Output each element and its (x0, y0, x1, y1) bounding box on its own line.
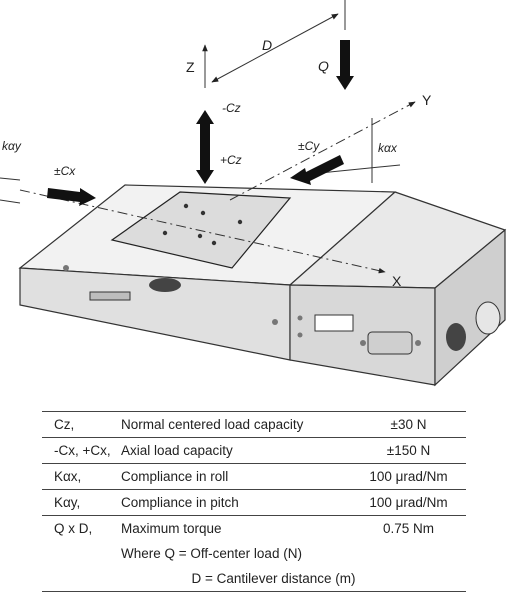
note-d-def: D = Cantilever distance (m) (121, 566, 466, 592)
carriage-plate (110, 191, 292, 269)
load-arrows (47, 40, 354, 206)
pm-cx-label: ±Cx (54, 164, 76, 178)
spec-value: ±150 N (351, 437, 466, 464)
minus-cz-arrow (196, 110, 214, 160)
q-label: Q (318, 58, 329, 74)
y-axis (229, 101, 416, 201)
spec-symbol: Cz, (42, 411, 121, 438)
db15-connector (367, 331, 413, 355)
kay-top (0, 177, 21, 181)
warning-label (314, 314, 354, 332)
x-axis-label: X (392, 273, 402, 289)
spec-symbol: Kαy, (42, 489, 121, 516)
motor-screw (297, 332, 303, 338)
note-row: D = Cantilever distance (m) (42, 566, 466, 592)
spec-description: Normal centered load capacity (121, 411, 351, 438)
motor-screw (297, 315, 303, 321)
spec-description: Compliance in roll (121, 463, 351, 490)
carriage-hole (162, 230, 168, 236)
d-dimension-line (211, 13, 339, 83)
adjustment-knob (475, 301, 501, 335)
plus-cz-arrow (196, 160, 214, 184)
q-arrow (336, 40, 354, 90)
spec-row: Kαx, Compliance in roll 100 μrad/Nm (42, 463, 466, 490)
spec-row: Cz, Normal centered load capacity ±30 N (42, 411, 466, 438)
k-alpha-x-label: kαx (378, 141, 398, 155)
carriage-hole (200, 210, 206, 216)
carriage-hole (237, 219, 243, 225)
spec-value: ±30 N (351, 411, 466, 438)
spec-description: Compliance in pitch (121, 489, 351, 516)
spec-description: Maximum torque (121, 515, 351, 541)
y-axis-label: Y (422, 92, 432, 108)
translation-stage (18, 184, 507, 387)
connector-screw (360, 340, 366, 346)
end-logo (446, 323, 466, 351)
spec-value: 100 μrad/Nm (351, 489, 466, 516)
spec-row: -Cx, +Cx, Axial load capacity ±150 N (42, 437, 466, 464)
cx-arrow (47, 188, 96, 206)
load-capacity-diagram: Z D Q -Cz +Cz Y X ±Cy kαx ±Cx kαy (0, 0, 507, 387)
minus-cz-label: -Cz (222, 101, 241, 115)
spec-row: Q x D, Maximum torque 0.75 Nm (42, 515, 466, 541)
connector-screw (415, 340, 421, 346)
motor-front-face (289, 284, 436, 386)
spec-symbol: Kαx, (42, 463, 121, 490)
spec-symbol: -Cx, +Cx, (42, 437, 121, 464)
pm-cy-label: ±Cy (298, 139, 320, 153)
cy-arrow (290, 155, 344, 185)
base-screw (272, 319, 278, 325)
base-slot (89, 291, 131, 301)
spec-value: 0.75 Nm (351, 515, 466, 541)
plus-cz-label: +Cz (220, 153, 242, 167)
kay-bottom (0, 199, 21, 204)
spec-symbol: Q x D, (42, 515, 121, 541)
spec-value: 100 μrad/Nm (351, 463, 466, 490)
specifications-table: Cz, Normal centered load capacity ±30 N … (42, 411, 466, 592)
d-label: D (262, 37, 272, 53)
note-row: Where Q = Off-center load (N) (42, 541, 466, 566)
carriage-hole (211, 240, 217, 246)
note-where-q: Where Q = Off-center load (N) (121, 546, 302, 561)
spec-description: Axial load capacity (121, 437, 351, 464)
z-axis-label: Z (186, 59, 195, 75)
base-screw (63, 265, 69, 271)
spec-row: Kαy, Compliance in pitch 100 μrad/Nm (42, 489, 466, 516)
carriage-hole (197, 233, 203, 239)
k-alpha-y-label: kαy (2, 139, 22, 153)
carriage-hole (183, 203, 189, 209)
brand-logo (149, 278, 181, 292)
